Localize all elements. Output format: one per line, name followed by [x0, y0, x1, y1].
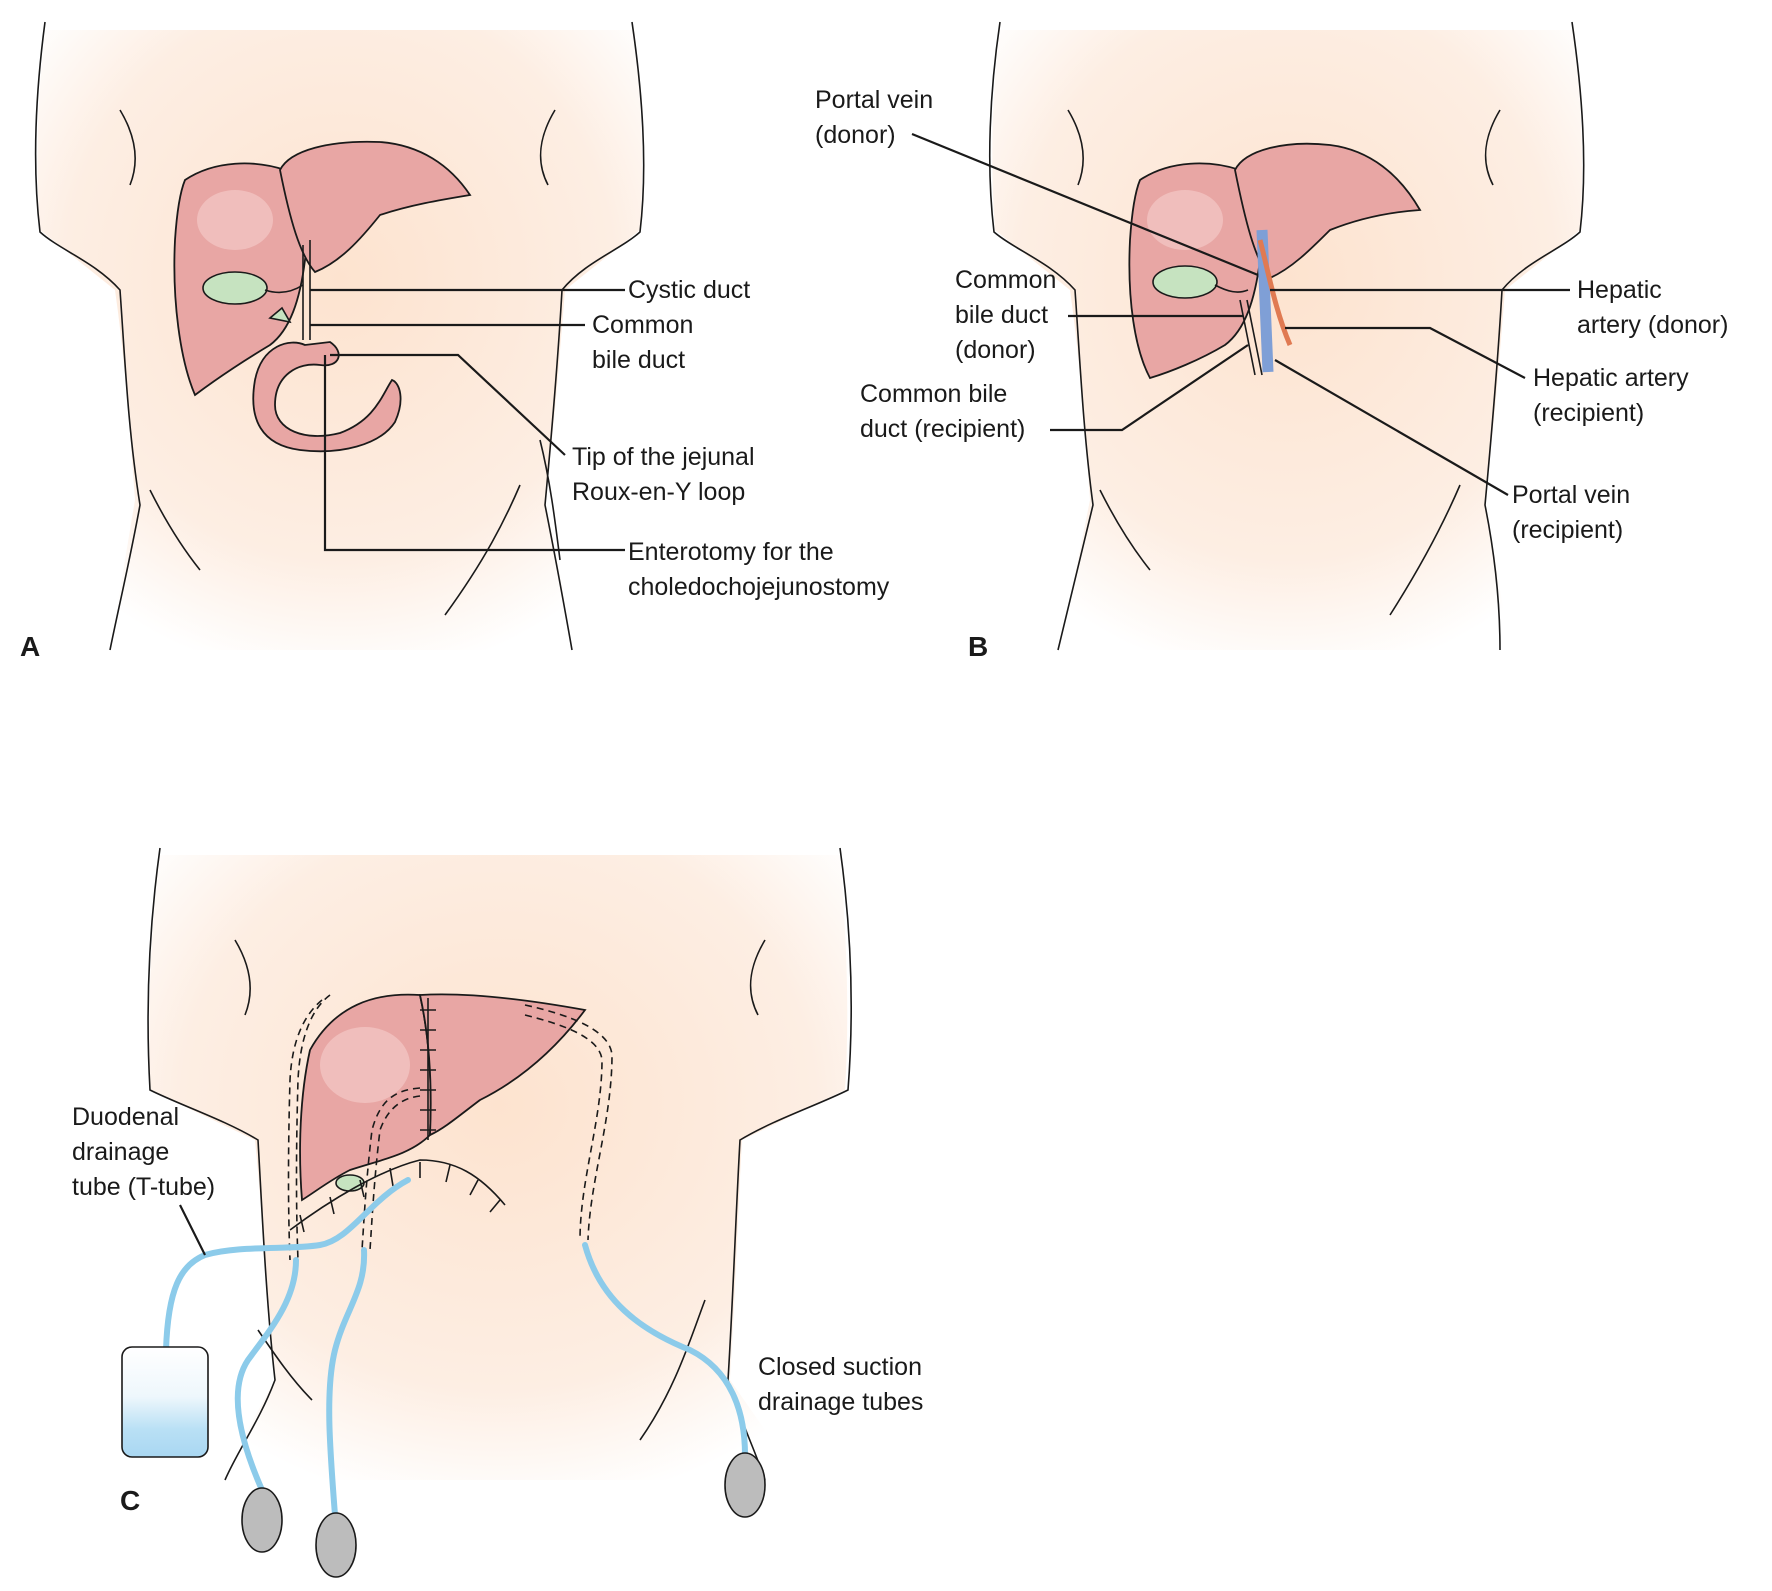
panel-a: Cystic duct Common bile duct Tip of the … — [20, 21, 890, 662]
label-portal-vein-recipient: Portal vein (recipient) — [1512, 481, 1637, 544]
liver-right-lobe-c — [418, 993, 587, 1137]
leader-hepatic-artery-recipient — [1285, 326, 1526, 379]
drain-path-left — [295, 994, 331, 1261]
label-jejunal-loop-tip: Tip of the jejunal Roux-en-Y loop — [572, 443, 761, 506]
middle-suction-tube — [326, 1247, 368, 1518]
label-common-bile-duct-recipient: Common bile duct (recipient) — [860, 380, 1025, 443]
label-common-bile-duct-donor: Common bile duct (donor) — [955, 266, 1063, 364]
drain-path-middle — [361, 1087, 421, 1251]
t-tube — [163, 1177, 411, 1353]
flank-line-a — [539, 439, 561, 561]
chest-line-left-c — [234, 939, 251, 1016]
torso-skin-c — [149, 855, 848, 1480]
gallbladder-b — [1152, 265, 1218, 299]
label-hepatic-artery-recipient: Hepatic artery (recipient) — [1533, 364, 1696, 427]
chest-line-right-a — [539, 109, 556, 186]
label-closed-suction-drainage-tubes: Closed suction drainage tubes — [758, 1353, 929, 1416]
rib-line-right-a — [444, 484, 521, 616]
incision-vertical-c — [420, 998, 436, 1140]
rib-line-left-b — [1099, 489, 1151, 571]
gallbladder-a — [202, 271, 268, 305]
chest-line-left-b — [1067, 109, 1084, 186]
gallbladder-c — [335, 1174, 365, 1192]
torso-outline-left-b — [988, 21, 1094, 651]
leader-portal-vein-recipient — [1274, 359, 1509, 496]
common-bile-duct-b — [1239, 299, 1263, 376]
drainage-bag — [121, 1346, 209, 1458]
duct-stump-a — [268, 306, 292, 324]
left-suction-tube — [234, 1257, 299, 1493]
leader-enterotomy — [323, 355, 625, 552]
liver-a — [173, 140, 472, 397]
chest-line-right-c — [749, 939, 766, 1016]
drain-path-right-inner — [524, 1014, 603, 1241]
torso-skin-a — [37, 30, 643, 650]
label-duodenal-drainage-tube: Duodenal drainage tube (T-tube) — [72, 1103, 215, 1201]
leader-portal-vein-donor — [911, 132, 1259, 277]
cystic-duct-a — [264, 284, 304, 294]
drains-c — [121, 994, 766, 1578]
incision-subcostal-c — [289, 1159, 506, 1233]
jejunal-loop-a — [252, 341, 402, 453]
leader-jejunal-tip — [330, 353, 566, 456]
liver-b — [1128, 142, 1422, 380]
suction-bulb-left — [241, 1487, 283, 1553]
panel-letter-a: A — [20, 631, 40, 662]
liver-c — [289, 993, 587, 1233]
liver-highlight-c — [320, 1027, 410, 1103]
rib-line-left-a — [149, 489, 201, 571]
liver-highlight-a — [197, 190, 273, 250]
suction-bulb-middle — [315, 1512, 357, 1578]
cystic-duct-b — [1214, 284, 1249, 293]
torso-outline-left-a — [34, 21, 141, 651]
panel-letter-b: B — [968, 631, 988, 662]
right-suction-tube — [582, 1242, 748, 1458]
leader-bile-duct-recipient — [1050, 344, 1249, 432]
chest-line-right-b — [1484, 109, 1501, 186]
chest-line-left-a — [119, 109, 136, 186]
panel-letter-c: C — [120, 1485, 140, 1516]
label-portal-vein-donor: Portal vein (donor) — [815, 86, 940, 149]
panel-b: Portal vein (donor) Common bile duct (do… — [815, 21, 1728, 662]
leader-duodenal-tube — [179, 1204, 206, 1256]
label-hepatic-artery-donor: Hepatic artery (donor) — [1577, 276, 1728, 339]
torso-c — [147, 847, 853, 1481]
drain-path-middle-inner — [369, 1095, 421, 1251]
suction-bulb-right — [724, 1452, 766, 1518]
torso-a — [34, 21, 645, 651]
liver-highlight-b — [1147, 190, 1223, 250]
panel-c: Duodenal drainage tube (T-tube) Closed s… — [72, 847, 929, 1578]
torso-outline-left-c — [147, 847, 276, 1481]
label-enterotomy: Enterotomy for the choledochojejunostomy — [628, 538, 890, 601]
labels-c: Duodenal drainage tube (T-tube) Closed s… — [72, 1103, 929, 1516]
rib-line-right-b — [1389, 484, 1461, 616]
drain-path-left-inner — [287, 999, 323, 1261]
label-common-bile-duct: Common bile duct — [592, 311, 700, 374]
rib-line-right-c — [639, 1299, 706, 1441]
drain-path-right — [524, 1004, 613, 1241]
labels-a: Cystic duct Common bile duct Tip of the … — [20, 276, 890, 662]
label-cystic-duct: Cystic duct — [628, 276, 750, 304]
liver-right-lobe-a — [279, 140, 472, 274]
labels-b: Portal vein (donor) Common bile duct (do… — [815, 86, 1728, 662]
